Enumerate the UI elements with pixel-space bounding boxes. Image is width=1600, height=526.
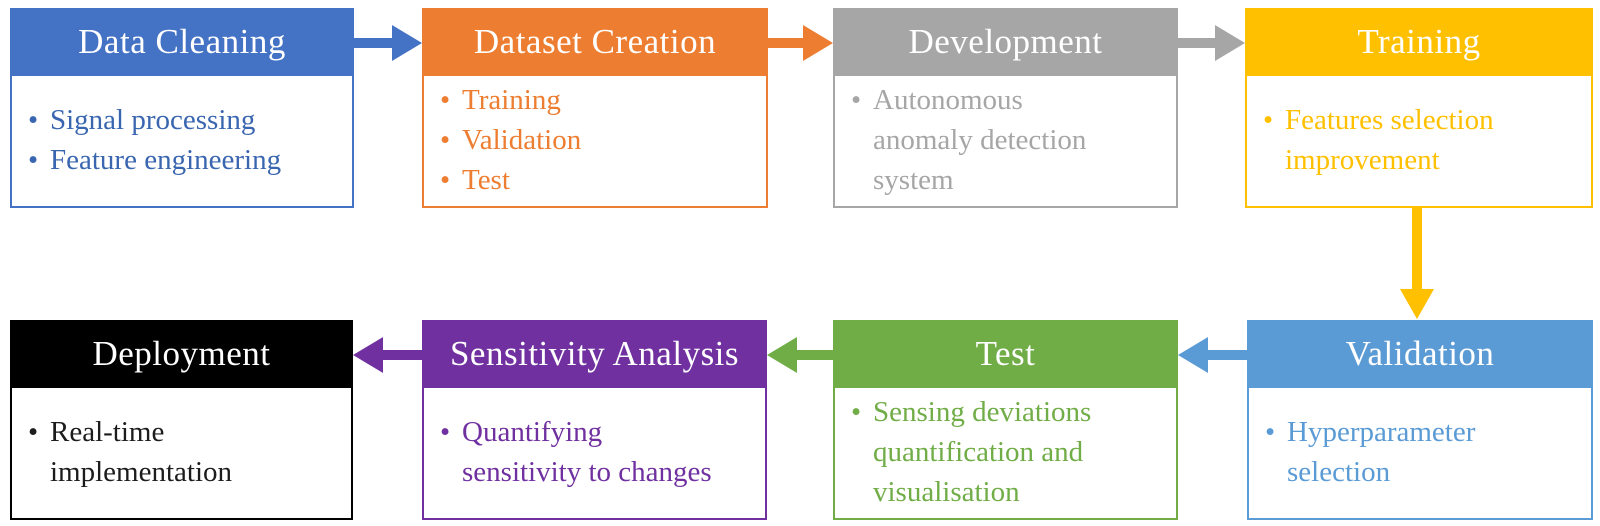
bullet-text: Signal processing <box>50 104 256 136</box>
box-header-development: Development <box>833 8 1178 76</box>
box-title-sensitivity-analysis: Sensitivity Analysis <box>449 334 740 373</box>
box-title-validation: Validation <box>1345 334 1495 373</box>
arrow-sensitivity-analysis-to-deployment-icon <box>353 337 422 373</box>
flow-box-data-cleaning: Data Cleaning • Signal processing • Feature… <box>10 8 354 208</box>
box-title-deployment: Deployment <box>92 334 271 373</box>
bullet-marker-icon: • <box>1263 104 1274 136</box>
box-title-test: Test <box>975 334 1036 373</box>
box-title-data-cleaning: Data Cleaning <box>78 22 286 61</box>
box-header-deployment: Deployment <box>10 320 353 388</box>
bullet-item: • Training <box>440 80 758 120</box>
arrow-development-to-training-icon <box>1178 25 1245 61</box>
bullet-marker-icon: • <box>28 144 39 176</box>
box-header-test: Test <box>833 320 1178 388</box>
box-header-sensitivity-analysis: Sensitivity Analysis <box>422 320 767 388</box>
flow-box-dataset-creation: Dataset Creation • Training • Validation • Te… <box>422 8 768 208</box>
bullet-marker-icon: • <box>440 164 451 196</box>
box-header-dataset-creation: Dataset Creation <box>422 8 768 76</box>
bullet-marker-icon: • <box>440 124 451 156</box>
arrow-test-to-sensitivity-analysis-icon <box>767 337 833 373</box>
bullet-marker-icon: • <box>1265 416 1276 448</box>
bullet-item: • Feature engineering <box>28 140 344 180</box>
arrow-dataset-creation-to-development-icon <box>768 25 833 61</box>
arrow-training-to-validation-icon <box>1400 208 1434 319</box>
bullet-marker-icon: • <box>440 84 451 116</box>
bullet-marker-icon: • <box>851 396 862 428</box>
box-body-data-cleaning: • Signal processing • Feature engineering <box>12 74 352 206</box>
bullet-item: • Test <box>440 160 758 200</box>
bullet-text: Validation <box>462 124 582 156</box>
arrow-validation-to-test-icon <box>1178 337 1247 373</box>
bullet-text: Feature engineering <box>50 144 282 176</box>
bullet-marker-icon: • <box>851 84 862 116</box>
bullet-text: Training <box>462 84 561 116</box>
box-title-development: Development <box>908 22 1103 61</box>
bullet-marker-icon: • <box>28 416 39 448</box>
arrow-data-cleaning-to-dataset-creation-icon <box>354 25 422 61</box>
bullet-item: • Validation <box>440 120 758 160</box>
bullet-marker-icon: • <box>28 104 39 136</box>
box-body-dataset-creation: • Training • Validation • Test <box>424 74 766 206</box>
box-title-dataset-creation: Dataset Creation <box>473 22 717 61</box>
bullet-marker-icon: • <box>440 416 451 448</box>
bullet-item: • Signal processing <box>28 100 344 140</box>
box-header-training: Training <box>1245 8 1593 76</box>
box-title-training: Training <box>1357 22 1481 61</box>
box-header-validation: Validation <box>1247 320 1593 388</box>
bullet-text: Test <box>462 164 510 196</box>
box-header-data-cleaning: Data Cleaning <box>10 8 354 76</box>
